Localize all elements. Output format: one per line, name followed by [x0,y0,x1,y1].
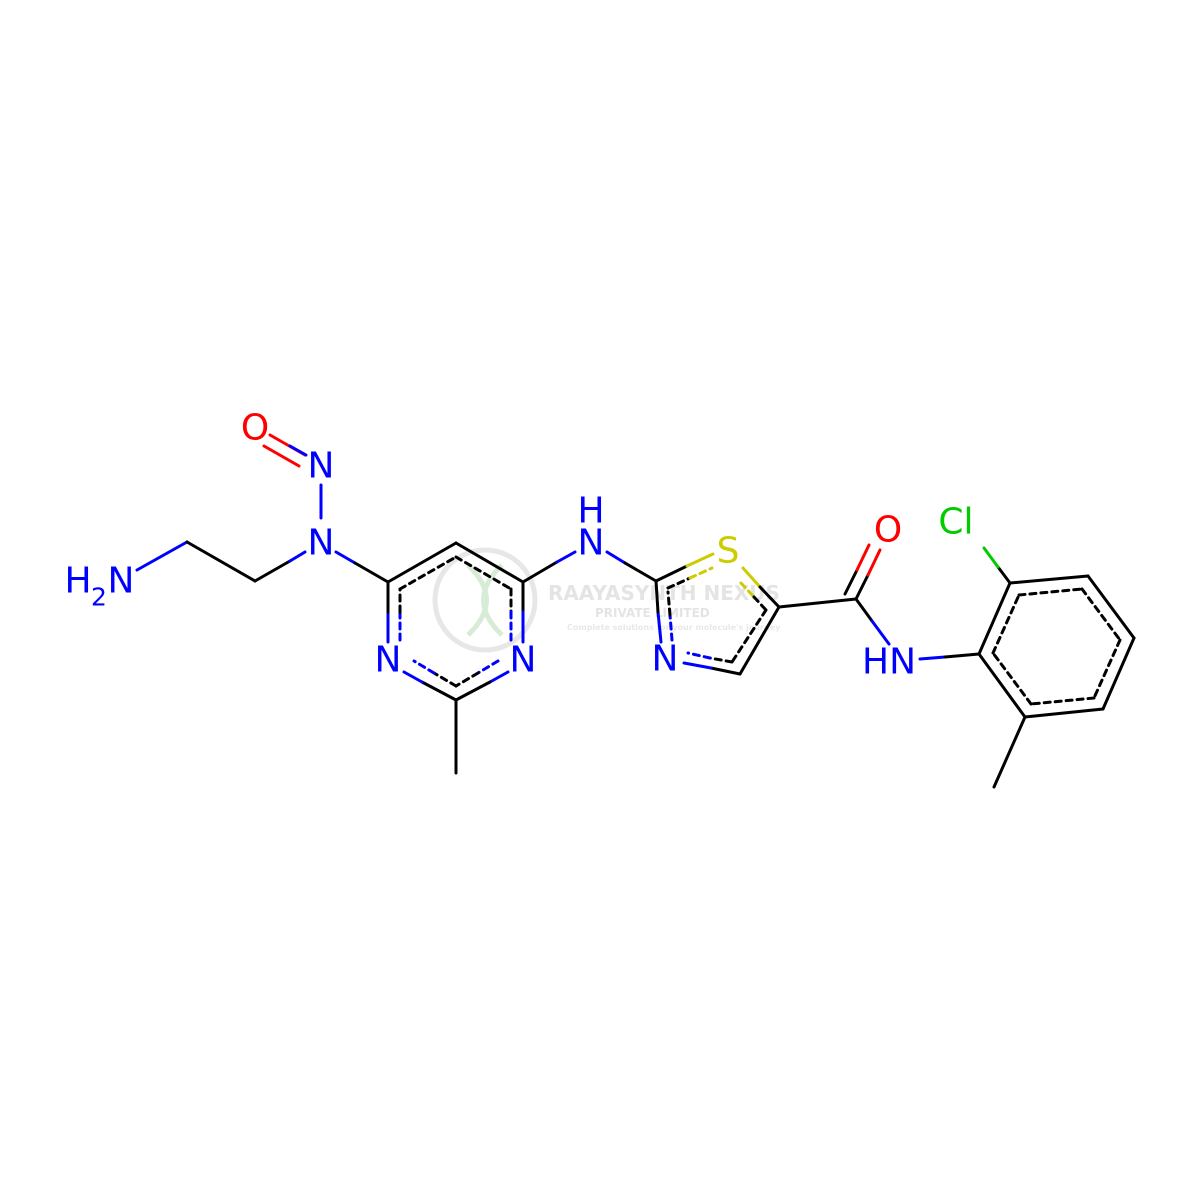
bond-thz-carbonyl [777,597,858,609]
aromatic-thz-1b [688,566,714,580]
bond-thz-s-c5 [758,585,781,609]
atom-nh-linker-h: H [577,491,604,532]
aromatic-thz-4b [686,651,712,660]
atom-nh-linker-n: N [578,523,605,564]
bond-pyr-c2-n3 [420,680,458,702]
bond-thz-c4-n3 [709,666,742,676]
atom-thiazole-n: N [652,639,679,680]
atom-amine-n: N [108,561,135,602]
bond-ph-6-1 [977,652,1027,719]
bond-c-amide-n-blue [870,619,891,646]
aromatic-thz-2b [752,595,768,612]
bond-ph-4-5 [1101,636,1136,711]
bond-pyr-c4-c5 [386,541,458,584]
bond-ph-3-4 [1086,574,1136,640]
bond-pyr-nh-blue [555,550,577,564]
bond-amide-phenyl-blue [918,655,947,661]
aromatic-thz-3 [730,608,768,664]
bond-thz-n3-c2-blue [656,610,663,644]
bond-co-a [854,573,870,601]
bond-co-b [843,568,859,596]
bond-nh-thz-blue [605,550,627,565]
bond-co-a-red [866,548,882,577]
atom-amine-h: H [64,561,91,602]
watermark-subtitle: PRIVATE LIMITED [595,606,710,620]
aromatic-pyr-5b [412,659,436,675]
bond-pyr-nh [521,560,559,584]
bond-ph-1-2 [977,581,1012,656]
bond-ph-cl [996,565,1012,585]
bond-n-pyr [353,561,390,584]
bond-pyr-n1-c2 [454,680,492,702]
bond-c-amide-n [854,597,874,623]
bond-thz-c5-c4 [738,605,781,676]
atom-amine-subscript: 2 [91,583,107,612]
bond-ph-methyl [992,715,1027,789]
bond-ph-2-3 [1008,574,1090,585]
aromatic-thz-1 [666,576,692,590]
atom-amide-nh: HN [862,642,916,683]
bond-thz-c4-n3-blue [682,661,713,670]
bond-nh2-c [135,540,189,572]
bond-ph-5-6 [1023,707,1105,719]
aromatic-pyr-4 [476,659,500,675]
aromatic-ph-1 [991,593,1021,655]
bond-nitroso-n-o-blue [288,444,308,457]
watermark-name: RAAYASYNTH NEXUS [548,581,780,605]
bond-thz-n3-c2 [654,579,660,614]
aromatic-thz-2 [739,581,756,599]
aromatic-pyr-1 [398,555,458,591]
bond-pyr-c2-n3-blue [402,670,424,684]
aromatic-thz-4 [708,656,734,664]
aromatic-ph-5 [1029,696,1096,706]
bond-ph-cl-green [982,546,1000,569]
aromatic-pyr-5 [432,671,458,688]
atom-pyrimidine-n-right: N [510,640,537,681]
bond-thz-c2-s [654,564,689,583]
bond-amide-phenyl [943,652,981,659]
bond-c-n-chain [253,559,292,583]
atom-nitrogen-tertiary: N [308,523,335,564]
bond-thz-c2-s-yellow [685,552,715,568]
bond-thz-s-c5-yellow [741,566,762,589]
bond-pyr-c5-c6 [454,541,525,584]
bond-nh-thz [623,561,658,583]
watermark-logo-icon [432,547,538,653]
bond-n-pyr-blue [334,550,357,565]
bond-c-c-chain [185,540,257,583]
aromatic-pyr-2 [454,555,513,591]
bond-c-n-chain-blue [288,550,307,563]
aromatic-ph-3 [1080,587,1122,642]
atom-pyrimidine-n-left: N [375,640,402,681]
atom-nitrogen-nitroso: N [308,446,335,487]
aromatic-ph-6 [991,651,1033,706]
aromatic-pyr-4b [454,671,480,688]
atom-chlorine: Cl [938,502,973,543]
atom-oxygen-nitroso: O [241,408,269,449]
aromatic-thz-5b [666,590,672,617]
bond-pyr-n1-c2-blue [488,670,510,684]
watermark-tagline: Complete solutions for your molecule's j… [567,623,781,632]
atom-thiazole-s: S [717,531,740,572]
bond-nitroso-o-n-2 [262,444,301,468]
atom-amide-o: O [874,510,902,551]
aromatic-ph-4 [1092,638,1122,700]
aromatic-ph-2 [1017,587,1084,597]
watermark-helix-icon [466,563,504,637]
aromatic-thz-5 [668,613,674,642]
bond-co-b-red [855,543,871,572]
